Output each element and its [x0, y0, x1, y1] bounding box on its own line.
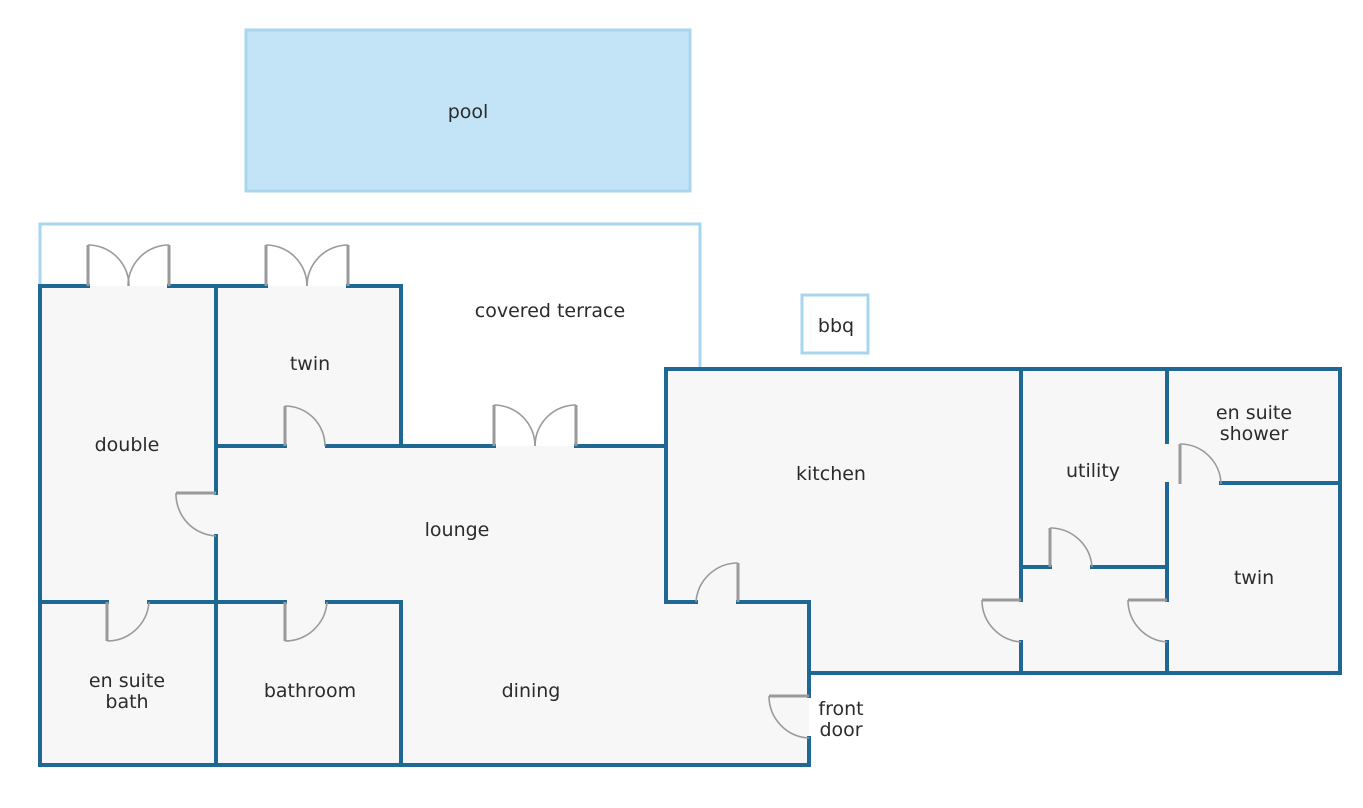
- pool: [244, 28, 692, 193]
- door-twin-east: [1127, 598, 1168, 643]
- dining-area: [401, 602, 809, 765]
- front-door-label-line2: door: [819, 719, 862, 741]
- en-suite-shower-label-line1: en suite: [1216, 402, 1292, 424]
- dining-label: dining: [502, 680, 561, 702]
- covered-terrace-label: covered terrace: [475, 300, 625, 322]
- bbq: [800, 293, 870, 355]
- twin-east-label: twin: [1234, 567, 1274, 589]
- door-lounge-terrace: [492, 404, 578, 447]
- en-suite-bath-room: [40, 602, 216, 765]
- door-kitchen-hall: [981, 598, 1022, 643]
- lounge-dining: [216, 446, 666, 602]
- bathroom-room: [216, 602, 401, 765]
- en-suite-bath-label-line1: en suite: [89, 670, 165, 692]
- utility-label: utility: [1066, 460, 1120, 482]
- en-suite-shower-label-line2: shower: [1220, 423, 1289, 445]
- front-door-label-line1: front: [818, 698, 863, 720]
- lounge-label: lounge: [425, 519, 490, 541]
- room-labels: twin double lounge kitchen utility en su…: [89, 353, 1292, 741]
- door-utility: [1048, 527, 1093, 568]
- door-double-terrace: [86, 244, 171, 287]
- walls: [38, 284, 1342, 767]
- door-double-lounge: [175, 491, 217, 537]
- utility-room: [1021, 369, 1167, 673]
- double-label: double: [95, 434, 160, 456]
- covered-terrace-outline: [38, 222, 702, 368]
- door-en-suite-shower: [1178, 443, 1222, 485]
- double-room: [40, 286, 216, 602]
- kitchen-room-lower: [809, 600, 1021, 673]
- kitchen-label: kitchen: [796, 463, 866, 485]
- door-en-suite-bath: [105, 601, 150, 642]
- door-twin-lounge: [283, 405, 326, 447]
- door-twin-terrace: [264, 244, 350, 287]
- door-kitchen: [695, 562, 740, 603]
- en-suite-bath-label-line2: bath: [105, 691, 148, 713]
- pool-label: pool: [448, 101, 489, 123]
- bbq-label: bbq: [818, 315, 854, 337]
- room-fills: [40, 286, 1340, 765]
- kitchen-room: [666, 369, 1021, 602]
- twin-west-label: twin: [290, 353, 330, 375]
- bathroom-label: bathroom: [264, 680, 356, 702]
- door-bathroom: [283, 601, 328, 642]
- twin-room-west: [216, 286, 401, 446]
- door-front: [768, 694, 810, 739]
- east-rooms: [1167, 369, 1340, 673]
- doors: [86, 244, 1222, 739]
